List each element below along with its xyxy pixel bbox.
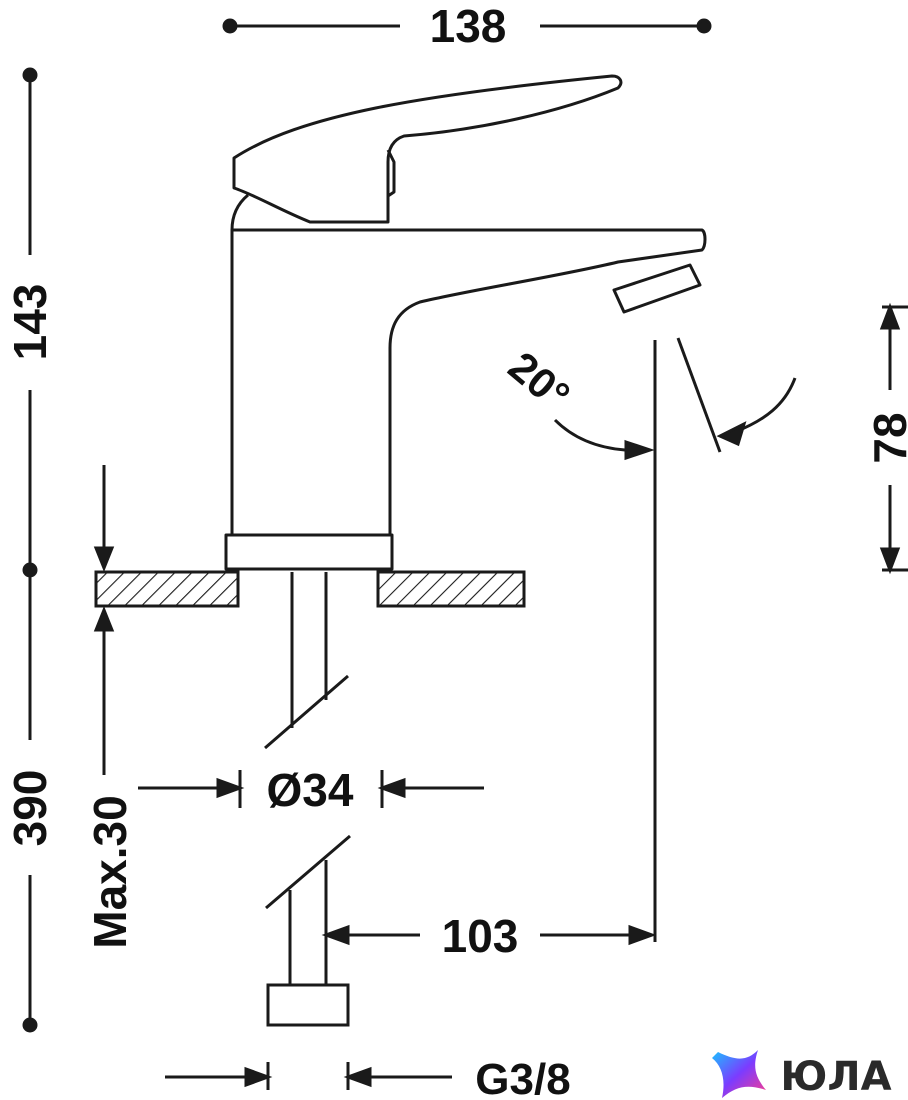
cartridge-neck: [230, 193, 249, 231]
top-dimension-line: [222, 18, 712, 34]
logo-star-icon: [712, 1050, 766, 1098]
left-dimension-lines: [22, 67, 38, 1033]
brand-logo: ЮЛА: [712, 1050, 892, 1100]
hose-connector: [266, 983, 350, 1027]
diameter-dimension: [138, 770, 484, 808]
thread-dimension: [165, 1062, 452, 1090]
lever-handle: [232, 74, 623, 224]
dim-label-height-body: 143: [4, 284, 56, 361]
dim-label-max-thickness: Max.30: [84, 795, 136, 948]
dim-label-spout-clearance: 78: [864, 412, 908, 463]
angle-dimension: [553, 337, 797, 461]
clearance-dimension: [879, 302, 908, 575]
lever-joint: [386, 149, 396, 198]
countertop: [94, 570, 526, 608]
countertop-left: [94, 570, 240, 608]
thickness-dimension: [93, 465, 115, 775]
aerator: [612, 263, 702, 314]
dim-label-connection-thread: G3/8: [475, 1055, 570, 1100]
dim-label-swivel-angle: 20°: [500, 342, 579, 419]
countertop-right: [376, 570, 526, 608]
dim-label-spout-reach: 103: [442, 910, 519, 962]
logo-text: ЮЛА: [780, 1054, 891, 1100]
dim-label-width-total: 138: [430, 0, 507, 52]
dim-label-hole-diameter: Ø34: [267, 764, 354, 816]
supply-hose: [264, 572, 351, 1027]
reach-dimension: [321, 340, 657, 946]
faucet-outline: [224, 74, 707, 571]
base-ring: [224, 533, 394, 571]
mixer-body: [230, 228, 707, 537]
dim-label-height-total: 390: [4, 770, 56, 847]
